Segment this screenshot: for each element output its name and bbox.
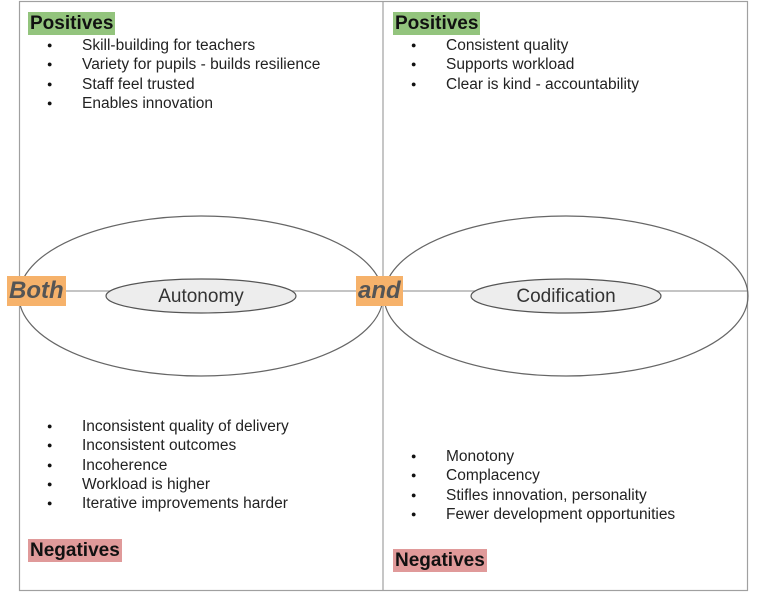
bottom-right-negatives-label: Negatives [393, 549, 487, 572]
list-item: Inconsistent quality of delivery [47, 417, 289, 437]
autonomy-label: Autonomy [158, 286, 244, 307]
bottom-left-negatives-list: Inconsistent quality of delivery Inconsi… [47, 417, 289, 514]
list-item: Workload is higher [47, 475, 289, 495]
list-item: Incoherence [47, 456, 289, 476]
list-item: Stifles innovation, personality [411, 486, 675, 506]
list-item: Iterative improvements harder [47, 494, 289, 514]
codification-pill [470, 278, 662, 314]
list-item: Staff feel trusted [47, 75, 320, 95]
top-right-positives-label: Positives [393, 12, 481, 35]
autonomy-pill [105, 278, 297, 314]
top-left-positives-list: Skill-building for teachers Variety for … [47, 36, 320, 114]
list-item: Skill-building for teachers [47, 36, 320, 56]
bottom-left-negatives-label: Negatives [28, 539, 122, 562]
both-label: Both [7, 276, 66, 306]
list-item: Consistent quality [411, 36, 639, 56]
list-item: Inconsistent outcomes [47, 436, 289, 456]
codification-label: Codification [516, 286, 616, 307]
list-item: Variety for pupils - builds resilience [47, 55, 320, 75]
list-item: Clear is kind - accountability [411, 75, 639, 95]
list-item: Supports workload [411, 55, 639, 75]
top-left-positives-label: Positives [28, 12, 116, 35]
list-item: Enables innovation [47, 94, 320, 114]
top-right-positives-list: Consistent quality Supports workload Cle… [411, 36, 639, 95]
and-label: and [356, 276, 403, 306]
bottom-right-negatives-list: Monotony Complacency Stifles innovation,… [411, 447, 675, 525]
list-item: Monotony [411, 447, 675, 467]
list-item: Complacency [411, 466, 675, 486]
list-item: Fewer development opportunities [411, 505, 675, 525]
